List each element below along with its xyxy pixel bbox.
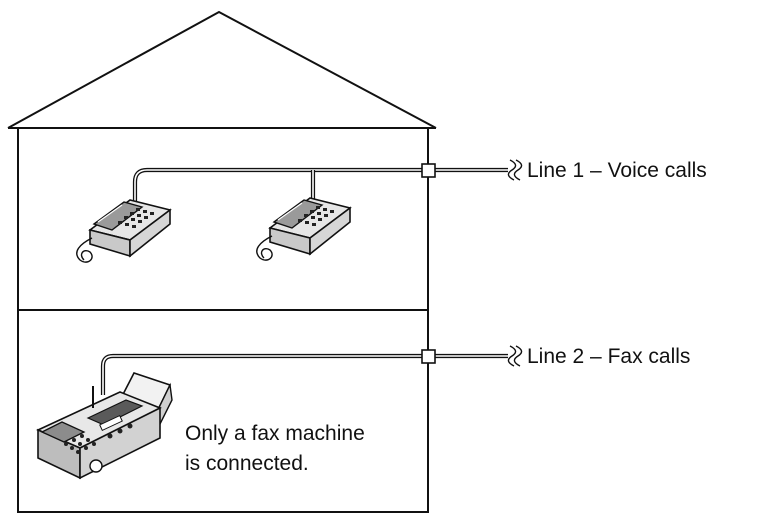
fax-machine-icon <box>36 372 173 480</box>
line-break-icon <box>507 159 523 181</box>
wall-jack-icon <box>421 349 436 364</box>
line-break-icon <box>507 345 523 367</box>
fax-note-line-2: is connected. <box>185 452 309 475</box>
wall-jack-icon <box>421 163 436 178</box>
line-1-label: Line 1 – Voice calls <box>527 159 707 182</box>
telephone-icon <box>75 199 171 263</box>
telephone-icon <box>255 197 351 261</box>
voice-line-wiring <box>132 167 508 236</box>
fax-note-line-1: Only a fax machine <box>185 422 365 445</box>
line-2-label: Line 2 – Fax calls <box>527 345 690 368</box>
house-outline <box>7 10 437 513</box>
fax-line-wiring <box>100 353 508 395</box>
